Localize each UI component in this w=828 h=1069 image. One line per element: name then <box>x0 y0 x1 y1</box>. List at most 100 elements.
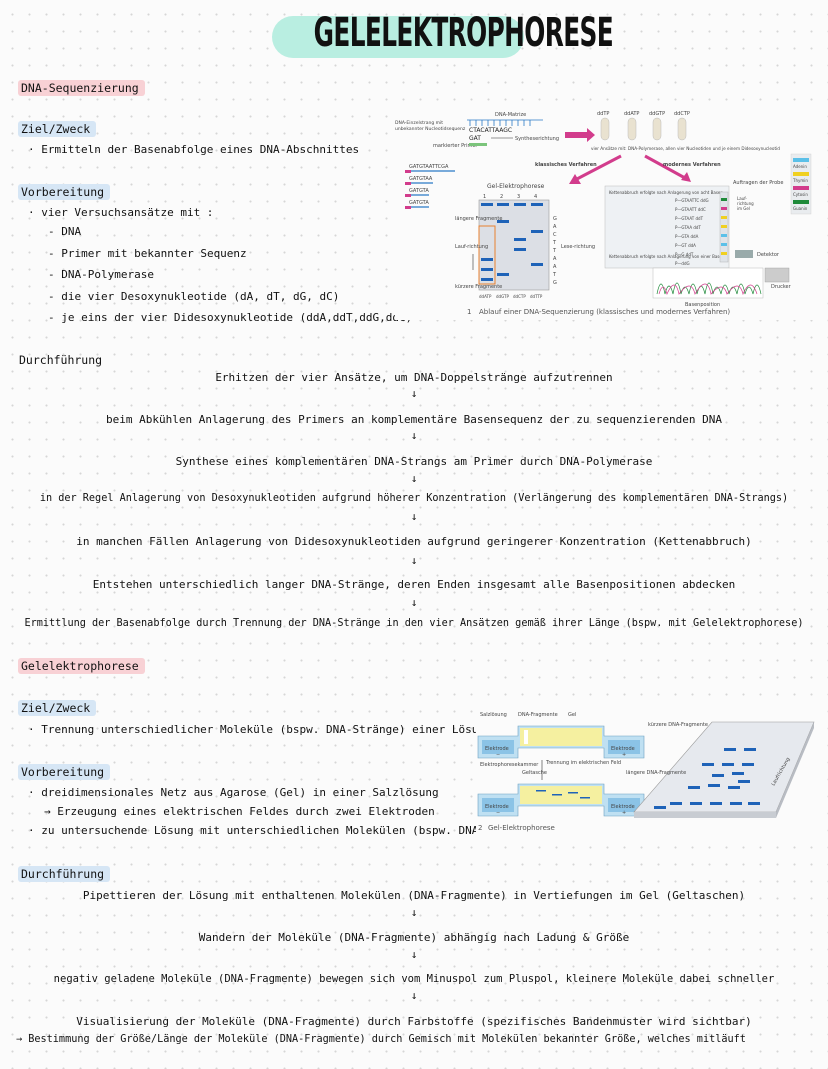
svg-text:GATGTA: GATGTA <box>409 200 429 206</box>
svg-text:+: + <box>622 810 626 816</box>
step-text: Pipettieren der Lösung mit enthaltenen M… <box>82 889 746 902</box>
svg-text:2: 2 <box>478 824 482 832</box>
svg-text:vier Ansätze mit: DNA-Polymera: vier Ansätze mit: DNA-Polymerase, allen … <box>591 146 780 151</box>
svg-text:ddCTP: ddCTP <box>513 294 526 299</box>
vorbereitung-item: - DNA <box>48 225 82 238</box>
svg-text:Elektrode: Elektrode <box>485 746 509 752</box>
svg-text:kürzere Fragmente: kürzere Fragmente <box>455 284 502 290</box>
svg-text:Thymin: Thymin <box>792 178 808 183</box>
svg-text:T: T <box>552 272 557 278</box>
svg-text:P—GT ddA: P—GT ddA <box>675 243 696 248</box>
svg-text:ddATP: ddATP <box>479 294 492 299</box>
down-arrow-icon: ↓ <box>410 429 418 442</box>
svg-text:modernes Verfahren: modernes Verfahren <box>663 162 721 168</box>
svg-text:G: G <box>553 280 557 286</box>
svg-text:längere DNA-Fragmente: längere DNA-Fragmente <box>626 770 686 776</box>
svg-text:DNA-Fragmente: DNA-Fragmente <box>518 712 558 718</box>
step-text: beim Abkühlen Anlagerung des Primers an … <box>106 413 722 426</box>
svg-text:Lauf-richtung: Lauf-richtung <box>455 244 488 250</box>
section-heading-dna-sequenzierung: DNA-Sequenzierung <box>18 80 145 96</box>
durchfuehrung-heading: Durchführung <box>19 353 103 367</box>
svg-text:im Gel: im Gel <box>737 206 750 211</box>
ziel-heading: Ziel/Zweck <box>18 700 97 716</box>
svg-text:Gel-Elektrophorese: Gel-Elektrophorese <box>487 183 545 190</box>
vorbereitung-heading: Vorbereitung <box>18 184 111 200</box>
svg-text:T: T <box>552 248 557 254</box>
down-arrow-icon: ↓ <box>410 387 418 400</box>
down-arrow-icon: ↓ <box>410 989 418 1002</box>
vorbereitung-item: - die vier Desoxynukleotide (dA, dT, dG,… <box>48 290 340 303</box>
down-arrow-icon: ↓ <box>410 510 418 523</box>
svg-text:GATGTA: GATGTA <box>409 188 429 194</box>
svg-text:P—GTAATTC ddG: P—GTAATTC ddG <box>675 198 709 203</box>
svg-text:längere Fragmente: längere Fragmente <box>455 216 502 222</box>
svg-text:Elektrode: Elektrode <box>611 804 635 810</box>
svg-text:4: 4 <box>534 194 537 200</box>
step-text: Ermittlung der Basenabfolge durch Trennu… <box>24 618 804 629</box>
down-arrow-icon: ↓ <box>410 948 418 961</box>
step-text: Erhitzen der vier Ansätze, um DNA-Doppel… <box>215 371 613 384</box>
svg-text:Cytosin: Cytosin <box>793 192 808 197</box>
vorbereitung-item: - je eins der vier Didesoxynukleotide (d… <box>48 311 413 324</box>
svg-text:GAT: GAT <box>469 135 481 142</box>
figure-gelelektrophorese: Salzlösung DNA-Fragmente Gel Elektrode −… <box>476 708 816 838</box>
vorbereitung-item: - DNA-Polymerase <box>48 268 154 281</box>
svg-text:P—ddG: P—ddG <box>675 261 690 266</box>
svg-text:A: A <box>553 264 557 270</box>
svg-text:P—GTA ddA: P—GTA ddA <box>675 234 699 239</box>
svg-text:2: 2 <box>500 194 503 200</box>
svg-text:klassisches Verfahren: klassisches Verfahren <box>535 162 597 168</box>
svg-text:Elektrode: Elektrode <box>485 804 509 810</box>
vorbereitung-item: → Erzeugung eines elektrischen Feldes du… <box>44 805 435 818</box>
svg-text:Kettenabbruch erfolgte nach An: Kettenabbruch erfolgte nach Anlagerung v… <box>609 190 723 195</box>
svg-text:Guanin: Guanin <box>793 206 808 211</box>
svg-text:Gel-Elektrophorese: Gel-Elektrophorese <box>488 824 555 832</box>
vorbereitung-item: - Primer mit bekannter Sequenz <box>48 247 247 260</box>
svg-text:unbekannter Nucleotidsequenz: unbekannter Nucleotidsequenz <box>395 126 466 132</box>
svg-text:P—GTAATT ddC: P—GTAATT ddC <box>675 207 706 212</box>
durchfuehrung-heading: Durchführung <box>18 866 111 882</box>
svg-text:A: A <box>553 256 557 262</box>
svg-text:Kettenabbruch erfolgte nach An: Kettenabbruch erfolgte nach Anlagerung v… <box>609 254 722 259</box>
svg-text:−: − <box>496 752 500 758</box>
conclusion-text: → Bestimmung der Größe/Länge der Molekül… <box>16 1034 746 1045</box>
svg-text:1: 1 <box>483 194 486 200</box>
svg-text:Gel: Gel <box>568 712 576 718</box>
svg-text:CTACATTAAGC: CTACATTAAGC <box>469 127 512 134</box>
step-text: in der Regel Anlagerung von Desoxynukleo… <box>39 493 789 504</box>
svg-text:ddATP: ddATP <box>624 111 639 117</box>
step-text: Visualisierung der Moleküle (DNA-Fragmen… <box>76 1015 752 1028</box>
svg-text:−: − <box>496 810 500 816</box>
section-heading-gelelektrophorese: Gelelektrophorese <box>18 658 145 674</box>
down-arrow-icon: ↓ <box>410 472 418 485</box>
svg-text:Ablauf einer DNA-Sequenzierung: Ablauf einer DNA-Sequenzierung (klassisc… <box>479 308 730 316</box>
svg-text:ddTP: ddTP <box>597 111 609 117</box>
down-arrow-icon: ↓ <box>410 906 418 919</box>
svg-text:richtung: richtung <box>737 201 754 206</box>
svg-text:G: G <box>553 216 557 222</box>
figure-dna-sequenzierung: DNA-Matrize DNA-Einzelstrang mit unbekan… <box>395 108 813 320</box>
vorbereitung-heading: Vorbereitung <box>18 764 111 780</box>
svg-text:Lese-richtung: Lese-richtung <box>561 244 595 250</box>
svg-text:ddGTP: ddGTP <box>649 111 665 117</box>
step-text: in manchen Fällen Anlagerung von Didesox… <box>76 535 752 548</box>
svg-text:Adenin: Adenin <box>793 164 807 169</box>
svg-text:P—GTAAT ddT: P—GTAAT ddT <box>675 216 704 221</box>
step-text: Entstehen unterschiedlich langer DNA-Str… <box>92 578 736 591</box>
svg-text:ddTTP: ddTTP <box>530 294 543 299</box>
svg-text:Basenposition: Basenposition <box>685 302 720 308</box>
vorbereitung-item: · dreidimensionales Netz aus Agarose (Ge… <box>28 786 439 799</box>
svg-text:DNA-Matrize: DNA-Matrize <box>495 112 526 118</box>
svg-text:kürzere DNA-Fragmente: kürzere DNA-Fragmente <box>648 722 708 728</box>
svg-text:+: + <box>622 752 626 758</box>
ziel-heading: Ziel/Zweck <box>18 121 97 137</box>
svg-text:Syntheserichtung: Syntheserichtung <box>515 136 559 142</box>
svg-text:Geltasche: Geltasche <box>522 770 547 776</box>
down-arrow-icon: ↓ <box>410 596 418 609</box>
svg-text:markierter Primer: markierter Primer <box>433 143 478 149</box>
svg-text:DNA-Einzelstrang mit: DNA-Einzelstrang mit <box>395 120 443 126</box>
step-text: Synthese eines komplementären DNA-Strang… <box>175 455 653 468</box>
svg-text:ddGTP: ddGTP <box>496 294 509 299</box>
svg-text:3: 3 <box>517 194 520 200</box>
svg-text:T: T <box>552 240 557 246</box>
